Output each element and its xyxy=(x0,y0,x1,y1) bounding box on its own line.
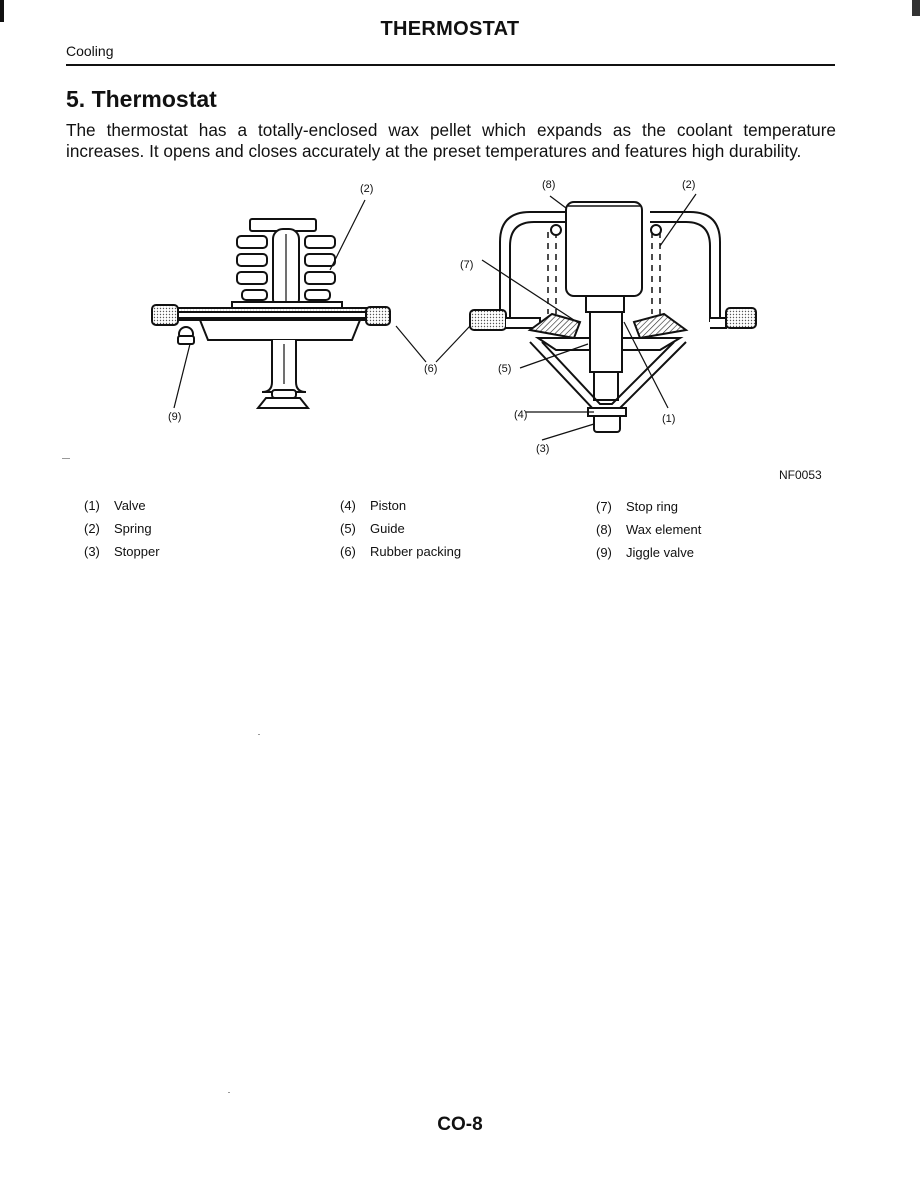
thermostat-figure: (2) (9) (6) (8) (2) (7) (5) (4) (1) (3) xyxy=(60,172,840,484)
callout-right-spring: (2) xyxy=(682,179,695,191)
legend-item: (6) Rubber packing xyxy=(340,544,461,559)
callout-wax-element: (8) xyxy=(542,179,555,191)
legend-number: (2) xyxy=(84,521,100,536)
callout-guide: (5) xyxy=(498,363,511,375)
scan-speck xyxy=(258,734,260,735)
right-thermostat-drawing xyxy=(469,201,757,433)
callout-jiggle-valve: (9) xyxy=(168,411,181,423)
callout-stopper: (3) xyxy=(536,443,549,455)
legend-label: Piston xyxy=(370,498,407,513)
legend-number: (3) xyxy=(84,544,100,559)
binding-edge-mark xyxy=(0,0,4,22)
legend-label: Rubber packing xyxy=(370,544,462,559)
legend-number: (6) xyxy=(340,544,356,559)
section-label: Cooling xyxy=(66,43,114,59)
legend-item: (4) Piston xyxy=(340,498,406,513)
thermostat-diagram: (2) (9) (6) (8) (2) (7) (5) (4) (1) (3) xyxy=(151,179,757,455)
legend-label: Stopper xyxy=(114,544,160,559)
left-thermostat-drawing xyxy=(151,218,391,409)
legend-item: (7) Stop ring xyxy=(596,499,678,514)
header-rule xyxy=(66,64,835,66)
legend-number: (1) xyxy=(84,498,100,513)
callout-valve: (1) xyxy=(662,413,675,425)
legend-number: (9) xyxy=(596,545,612,560)
legend-item: (1) Valve xyxy=(84,498,146,513)
legend-item: (5) Guide xyxy=(340,521,405,536)
legend-item: (8) Wax element xyxy=(596,522,701,537)
legend: (1)Valve (2)Spring (3)Stopper (4)Piston … xyxy=(84,498,701,560)
callout-rubber-packing: (6) xyxy=(424,363,437,375)
legend-item: (2) Spring xyxy=(84,521,152,536)
legend-number: (4) xyxy=(340,498,356,513)
scan-speck xyxy=(62,458,70,459)
figure-code: NF0053 xyxy=(779,468,822,482)
callout-stop-ring: (7) xyxy=(460,259,473,271)
legend-item: (9) Jiggle valve xyxy=(596,545,694,560)
legend-label: Spring xyxy=(114,521,152,536)
legend-item: (3) Stopper xyxy=(84,544,160,559)
callout-left-spring: (2) xyxy=(360,183,373,195)
page-title: THERMOSTAT xyxy=(380,18,520,40)
legend-label: Jiggle valve xyxy=(626,545,694,560)
legend-number: (8) xyxy=(596,522,612,537)
scan-speck xyxy=(228,1092,230,1093)
legend-number: (7) xyxy=(596,499,612,514)
scan-corner-mark xyxy=(912,0,920,16)
callout-labels: (2) (9) (6) (8) (2) (7) (5) (4) (1) (3) xyxy=(168,179,695,455)
legend-label: Guide xyxy=(370,521,405,536)
legend-number: (5) xyxy=(340,521,356,536)
legend-label: Stop ring xyxy=(626,499,679,514)
legend-label: Wax element xyxy=(626,522,702,537)
page-number: CO-8 xyxy=(437,1114,483,1135)
legend-label: Valve xyxy=(114,498,146,513)
leader-lines xyxy=(173,193,697,441)
intro-paragraph: The thermostat has a totally-enclosed wa… xyxy=(66,120,836,161)
callout-piston: (4) xyxy=(514,409,527,421)
section-heading: 5. Thermostat xyxy=(66,86,217,112)
